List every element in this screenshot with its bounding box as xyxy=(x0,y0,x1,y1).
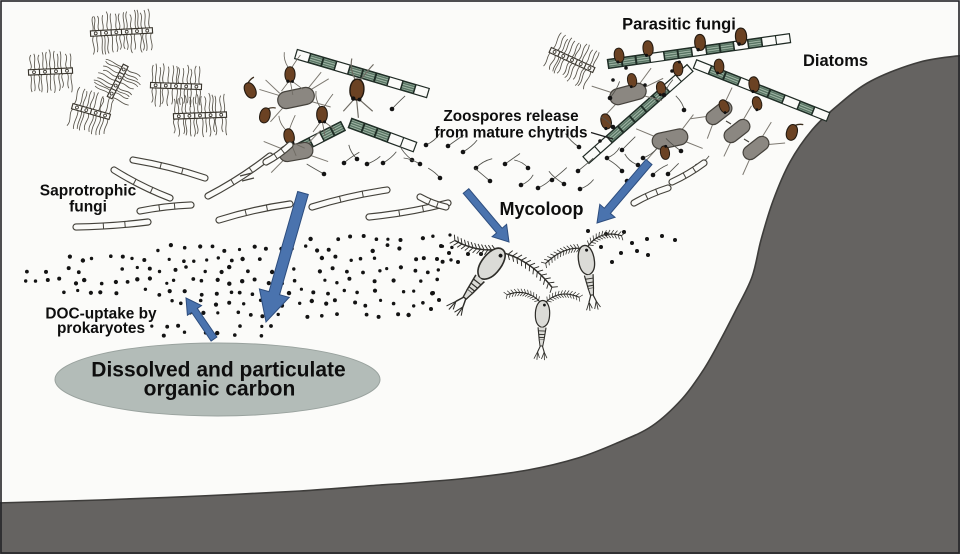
svg-text:organic carbon: organic carbon xyxy=(144,378,296,401)
svg-text:from mature chytrids: from mature chytrids xyxy=(434,124,587,141)
svg-text:prokaryotes: prokaryotes xyxy=(57,320,145,337)
svg-text:Parasitic fungi: Parasitic fungi xyxy=(622,16,736,34)
svg-text:fungi: fungi xyxy=(69,199,107,216)
svg-text:Diatoms: Diatoms xyxy=(803,52,868,70)
svg-text:Dissolved and particulate: Dissolved and particulate xyxy=(91,359,345,382)
svg-text:Saprotrophic: Saprotrophic xyxy=(40,183,137,200)
svg-text:Mycoloop: Mycoloop xyxy=(500,199,584,219)
svg-text:DOC-uptake by: DOC-uptake by xyxy=(45,306,157,323)
svg-text:Zoospores release: Zoospores release xyxy=(443,108,578,125)
